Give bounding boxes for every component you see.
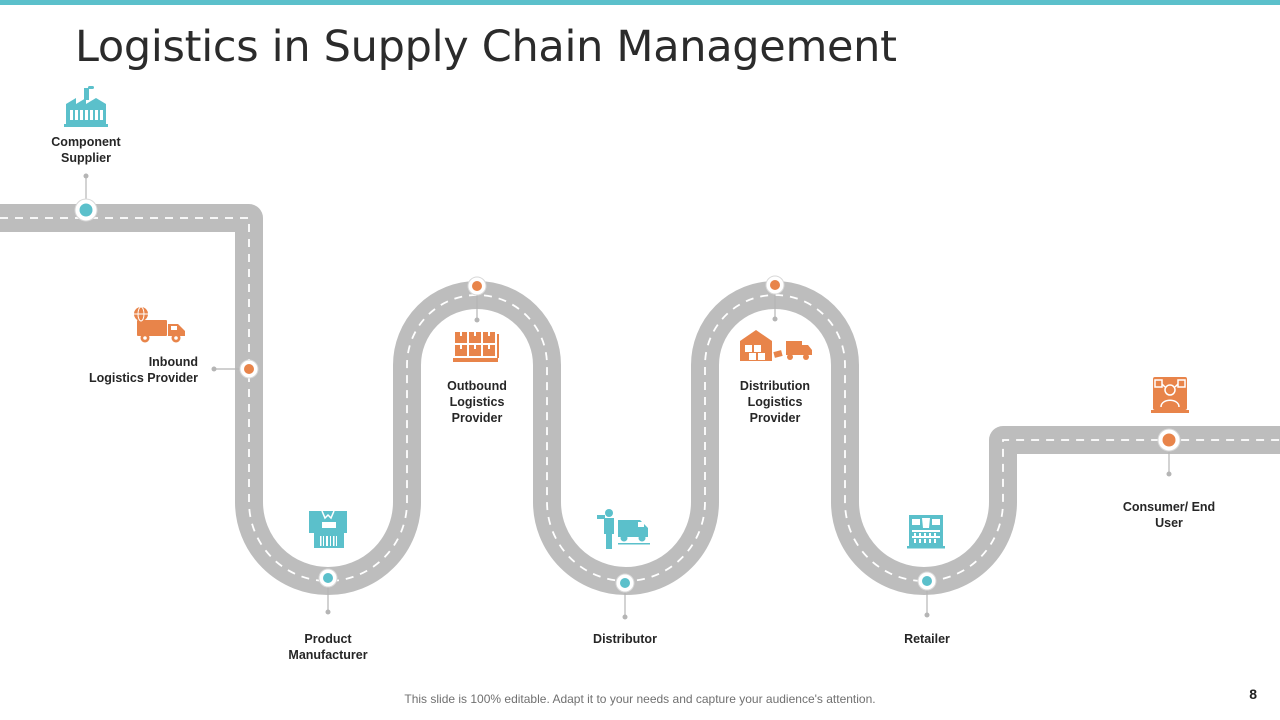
marker-product-manufacturer: [318, 568, 338, 588]
footer-note: This slide is 100% editable. Adapt it to…: [404, 692, 876, 706]
stage-label-component-supplier: Component Supplier: [51, 135, 121, 165]
stage-label-distributor: Distributor: [593, 632, 657, 646]
marker-distributor: [615, 573, 635, 593]
package-scanner-icon: [309, 510, 347, 548]
marker-inbound-logistics-provider: [239, 359, 259, 379]
marker-consumer-end-user: [1157, 428, 1181, 452]
slide-title: Logistics in Supply Chain Management: [75, 22, 897, 72]
warehouse-truck-icon: [740, 330, 812, 361]
pallet-boxes-icon: [453, 332, 499, 362]
marker-distribution-logistics-provider: [765, 275, 785, 295]
consumer-screen-icon: [1151, 377, 1189, 413]
stage-label-retailer: Retailer: [904, 632, 950, 646]
factory-icon: [64, 86, 108, 127]
marker-component-supplier: [74, 198, 98, 222]
stage-label-outbound-logistics-provider: Outbound Logistics Provider: [447, 379, 507, 425]
delivery-truck-globe-icon: [134, 306, 185, 343]
top-accent-bar: [0, 0, 1280, 5]
stage-label-consumer-end-user: Consumer/ End User: [1122, 500, 1216, 530]
marker-outbound-logistics-provider: [467, 276, 487, 296]
stage-label-product-manufacturer: Product Manufacturer: [288, 632, 368, 662]
stage-label-inbound-logistics-provider: Inbound Logistics Provider: [88, 355, 198, 385]
courier-van-icon: [597, 509, 650, 549]
marker-retailer: [917, 571, 937, 591]
retail-store-icon: [907, 515, 945, 549]
page-number: 8: [1249, 686, 1257, 702]
stage-label-distribution-logistics-provider: Distribution Logistics Provider: [739, 379, 811, 425]
